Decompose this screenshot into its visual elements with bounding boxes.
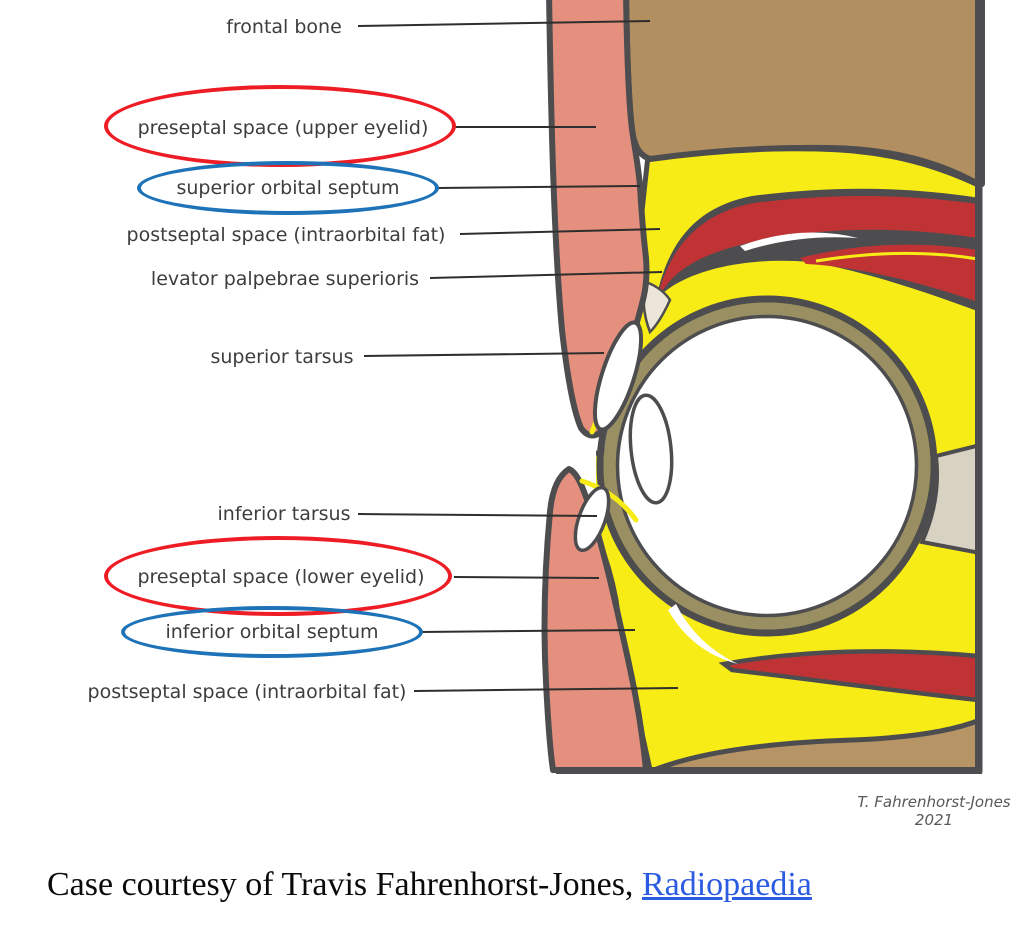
leader-frontal-bone xyxy=(357,20,651,27)
caption: Case courtesy of Travis Fahrenhorst-Jone… xyxy=(47,866,812,904)
muscle-gap-highlight xyxy=(740,232,858,251)
muscle-separation-line xyxy=(815,251,979,263)
leader-inferior-septum xyxy=(419,629,636,633)
leader-superior-tarsus xyxy=(363,352,605,357)
credit-author: T. Fahrenhorst-Jones xyxy=(857,793,1011,811)
leader-postseptal-lower xyxy=(413,687,679,692)
optic-nerve-shape xyxy=(919,442,982,556)
label-superior-tarsus: superior tarsus xyxy=(210,346,354,368)
label-levator: levator palpebrae superioris xyxy=(150,268,420,290)
credit-year: 2021 xyxy=(914,810,954,829)
levator-muscle-shape xyxy=(660,195,978,292)
label-postseptal-lower: postseptal space (intraorbital fat) xyxy=(87,681,407,703)
sclera-outer-outline xyxy=(596,295,938,637)
leader-postseptal-upper xyxy=(459,228,661,235)
label-preseptal-upper: preseptal space (upper eyelid) xyxy=(137,117,429,139)
label-frontal-bone: frontal bone xyxy=(226,16,342,38)
label-inferior-tarsus: inferior tarsus xyxy=(217,503,351,525)
leader-lines xyxy=(357,20,679,692)
caption-text: Case courtesy of Travis Fahrenhorst-Jone… xyxy=(47,866,642,903)
sclera-ring xyxy=(603,302,931,630)
inferior-tarsus-shape xyxy=(573,485,611,553)
lower-bone-shape xyxy=(653,716,983,773)
label-preseptal-lower: preseptal space (lower eyelid) xyxy=(137,566,425,588)
radiopaedia-link[interactable]: Radiopaedia xyxy=(641,866,812,903)
leader-superior-septum xyxy=(437,185,641,189)
superior-tarsus-shape xyxy=(592,320,644,432)
leader-inferior-tarsus xyxy=(357,513,598,517)
leader-levator xyxy=(429,271,663,279)
label-superior-septum: superior orbital septum xyxy=(176,177,400,199)
eyeball xyxy=(617,316,917,616)
sclera-inner-outline xyxy=(615,314,919,618)
lower-gap-highlight xyxy=(668,604,738,664)
image-credit: T. Fahrenhorst-Jones 2021 xyxy=(846,793,1022,829)
leader-preseptal-lower xyxy=(453,576,600,579)
lower-lid-fat-sliver xyxy=(579,478,639,523)
label-inferior-septum: inferior orbital septum xyxy=(165,621,379,643)
label-postseptal-upper: postseptal space (intraorbital fat) xyxy=(126,224,446,246)
lens-shape xyxy=(628,393,674,505)
superior-rectus-shape xyxy=(800,244,978,302)
